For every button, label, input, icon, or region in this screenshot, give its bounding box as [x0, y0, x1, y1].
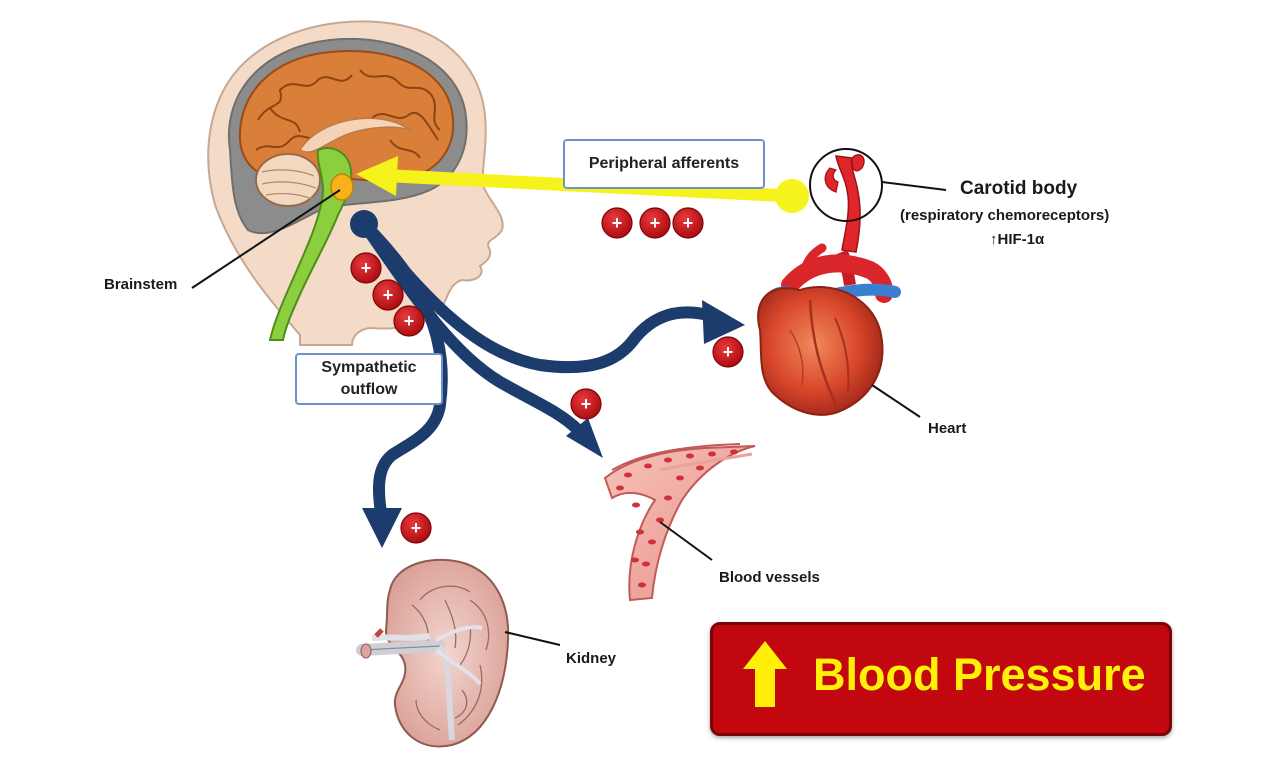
vessel-arrowhead: [566, 418, 603, 458]
plus-badge-sign: +: [361, 258, 372, 278]
plus-badge-circle: [601, 207, 633, 239]
sympathetic-origin-dot: [350, 210, 378, 238]
cerebellum: [255, 153, 321, 207]
plus-badge-sign: +: [581, 394, 592, 414]
red-blood-cells: [616, 449, 738, 588]
peripheral-afferents-label: Peripheral afferents: [588, 155, 740, 173]
plus-badge-sign: +: [612, 213, 623, 233]
plus-badge: +: [350, 252, 382, 284]
plus-badge-circle: [350, 252, 382, 284]
sympathetic-efferent-arrows: [358, 218, 718, 519]
blood-vessels-label: Blood vessels: [719, 569, 820, 586]
kidney-arrowhead: [362, 508, 402, 548]
plus-badge: +: [712, 336, 744, 368]
sympathetic-outflow-label-line1: Sympathetic: [321, 359, 417, 377]
up-arrow-icon: [743, 641, 787, 707]
plus-badge: +: [601, 207, 633, 239]
plus-badge-circle: [570, 388, 602, 420]
plus-badge-sign: +: [650, 213, 661, 233]
kidney-illustration: [356, 558, 510, 748]
plus-badge: +: [400, 512, 432, 544]
plus-badge-sign: +: [383, 285, 394, 305]
sympathetic-outflow-label-line2: outflow: [340, 381, 398, 398]
afferent-arrowhead: [356, 156, 398, 196]
plus-badge-sign: +: [723, 342, 734, 362]
brainstem-nucleus: [330, 173, 354, 201]
blood-pressure-label: Blood Pressure: [813, 649, 1146, 700]
plus-badge-circle: [712, 336, 744, 368]
plus-badge-circle: [400, 512, 432, 544]
heart-label: Heart: [928, 420, 967, 437]
carotid-artery-illustration: [809, 148, 883, 253]
brainstem-label: Brainstem: [104, 276, 178, 293]
heart-arrowhead: [702, 300, 745, 344]
plus-badge: +: [639, 207, 671, 239]
plus-badge: +: [570, 388, 602, 420]
kidney-label: Kidney: [566, 650, 617, 667]
carotid-body-label: Carotid body: [960, 178, 1078, 199]
plus-badges: + + + + + + + + +: [350, 207, 744, 544]
hif-label: ↑HIF-1α: [990, 231, 1045, 248]
plus-badge-circle: [639, 207, 671, 239]
carotid-body-circle: [809, 148, 883, 222]
plus-badge: +: [672, 207, 704, 239]
plus-badge-circle: [393, 305, 425, 337]
blood-pressure-panel: Blood Pressure: [710, 622, 1172, 736]
head-brain-illustration: [207, 20, 504, 346]
leader-lines: [191, 181, 947, 646]
sympathetic-outflow-box: Sympathetic outflow: [295, 353, 443, 405]
peripheral-afferents-box: Peripheral afferents: [563, 139, 765, 189]
heart-illustration: [757, 243, 901, 416]
respiratory-chemoreceptors-label: (respiratory chemoreceptors): [900, 207, 1110, 224]
plus-badge-sign: +: [404, 311, 415, 331]
plus-badge: +: [372, 279, 404, 311]
afferent-origin-dot: [775, 179, 809, 213]
plus-badge: +: [393, 305, 425, 337]
plus-badge-circle: [372, 279, 404, 311]
plus-badge-sign: +: [683, 213, 694, 233]
plus-badge-circle: [672, 207, 704, 239]
plus-badge-sign: +: [411, 518, 422, 538]
blood-vessel-illustration: [603, 443, 756, 602]
heart-body: [757, 285, 884, 416]
